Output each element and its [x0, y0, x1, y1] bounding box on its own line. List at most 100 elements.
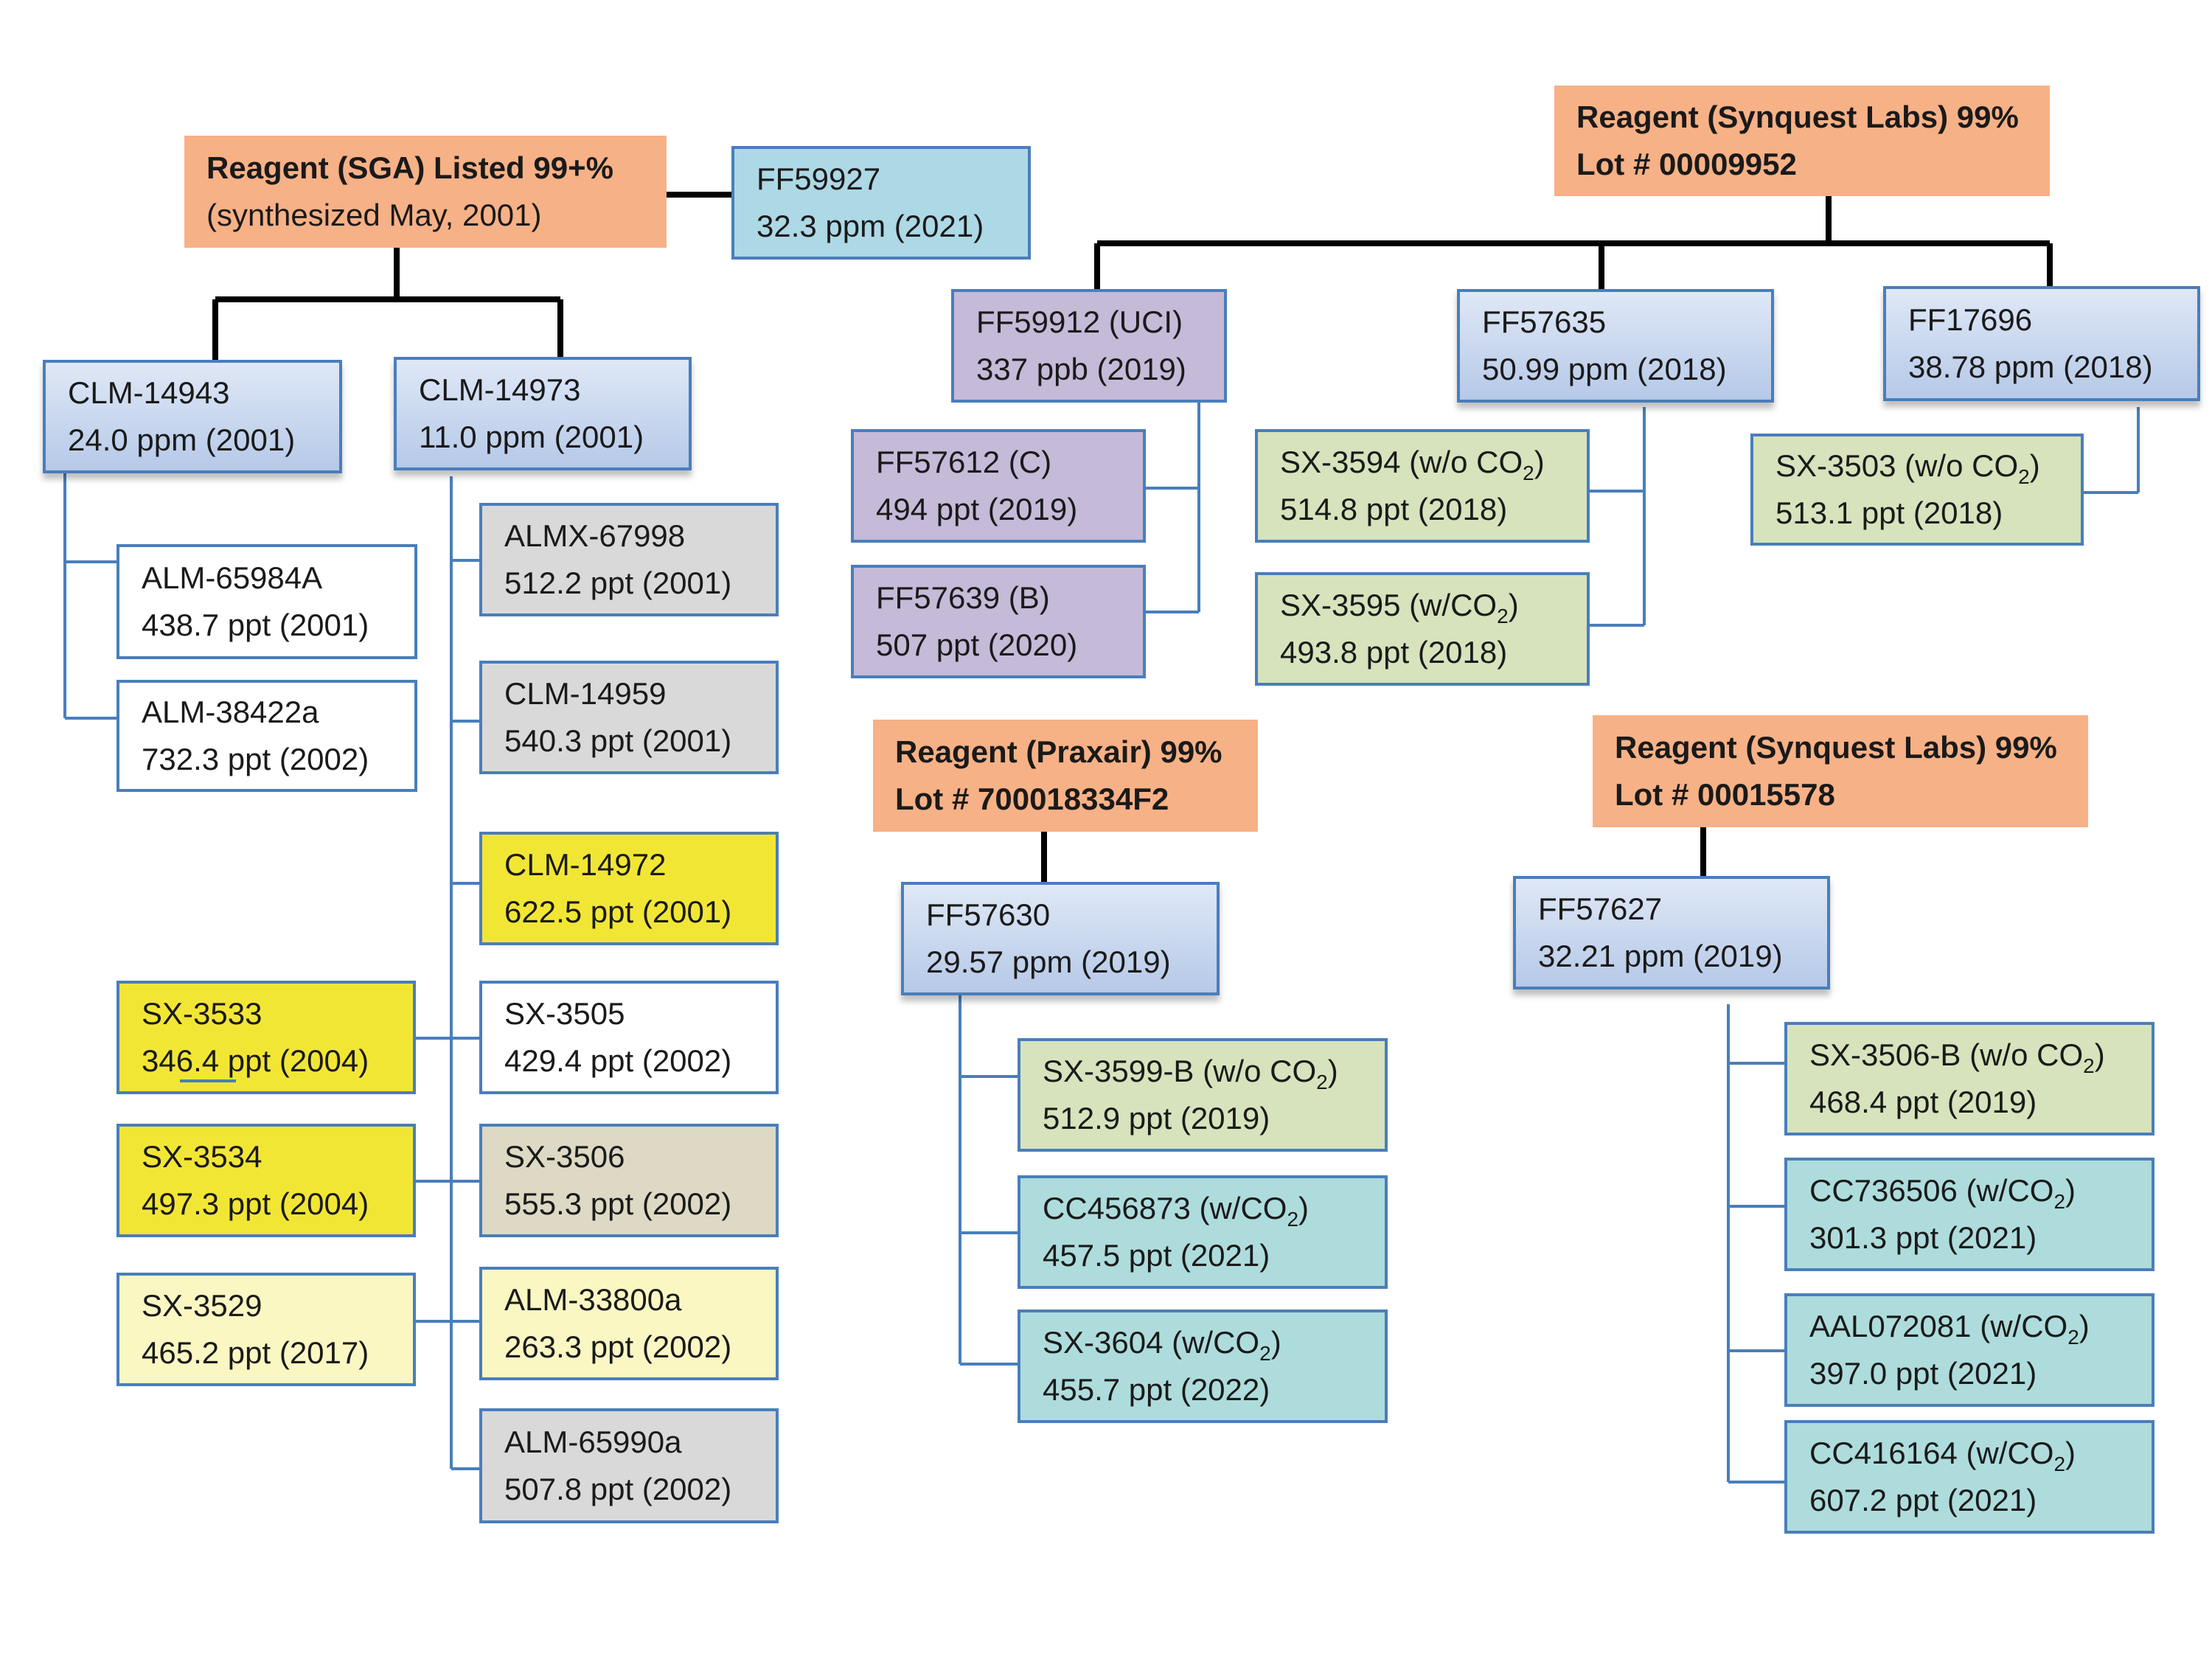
node-title: SX-3533 — [142, 996, 262, 1031]
node-title: ALM-33800a — [504, 1282, 682, 1317]
node-title: FF57630 — [926, 897, 1051, 932]
node-title: FF57639 (B) — [876, 580, 1050, 615]
sx3604-box: SX-3604 (w/CO2) 455.7 ppt (2022) — [1018, 1310, 1388, 1423]
sx3506b-box: SX-3506-B (w/o CO2) 468.4 ppt (2019) — [1784, 1022, 2154, 1135]
node-title: SX-3506 — [504, 1139, 625, 1174]
node-value: 32.21 ppm (2019) — [1538, 939, 1783, 973]
node-title: SX-3604 (w/CO2) — [1043, 1325, 1281, 1365]
sx3505-box: SX-3505 429.4 ppt (2002) — [479, 981, 779, 1094]
node-title: SX-3503 (w/o CO2) — [1775, 448, 2040, 488]
cc416164-box: CC416164 (w/CO2) 607.2 ppt (2021) — [1784, 1420, 2154, 1534]
node-value: 24.0 ppm (2001) — [68, 422, 296, 457]
cc456873-box: CC456873 (w/CO2) 457.5 ppt (2021) — [1018, 1175, 1388, 1289]
ff17696-box: FF17696 38.78 ppm (2018) — [1883, 286, 2200, 401]
node-title: CC736506 (w/CO2) — [1809, 1173, 2076, 1213]
clm14973-box: CLM-14973 11.0 ppm (2001) — [394, 357, 692, 470]
node-value: 540.3 ppt (2001) — [504, 723, 732, 758]
node-title: ALM-65990a — [504, 1425, 682, 1459]
black-connectors — [212, 192, 2053, 882]
reagent-sga-box: Reagent (SGA) Listed 99+% (synthesized M… — [184, 136, 667, 248]
node-value: 513.1 ppt (2018) — [1775, 495, 2003, 530]
alm65984a-box: ALM-65984A 438.7 ppt (2001) — [116, 544, 417, 659]
node-value: 429.4 ppt (2002) — [504, 1043, 732, 1078]
node-title: CLM-14972 — [504, 847, 667, 882]
node-title: FF59912 (UCI) — [976, 305, 1183, 339]
reagent-synquest-00009952-box: Reagent (Synquest Labs) 99% Lot # 000099… — [1554, 86, 2050, 196]
node-value: 263.3 ppt (2002) — [504, 1329, 732, 1364]
node-title: SX-3505 — [504, 996, 625, 1031]
ff57639-box: FF57639 (B) 507 ppt (2020) — [851, 565, 1146, 678]
node-value: 29.57 ppm (2019) — [926, 945, 1171, 979]
node-value: 507.8 ppt (2002) — [504, 1472, 732, 1506]
node-title: ALMX-67998 — [504, 518, 686, 553]
sx3529-box: SX-3529 465.2 ppt (2017) — [116, 1273, 416, 1386]
node-value: 607.2 ppt (2021) — [1809, 1483, 2037, 1517]
node-value: 457.5 ppt (2021) — [1043, 1238, 1270, 1273]
clm14943-box: CLM-14943 24.0 ppm (2001) — [43, 360, 342, 473]
node-value: 397.0 ppt (2021) — [1809, 1356, 2037, 1391]
node-value: 622.5 ppt (2001) — [504, 894, 732, 929]
alm33800a-box: ALM-33800a 263.3 ppt (2002) — [479, 1267, 779, 1380]
node-value: 507 ppt (2020) — [876, 627, 1078, 662]
cc736506-box: CC736506 (w/CO2) 301.3 ppt (2021) — [1784, 1158, 2154, 1271]
ff59912-box: FF59912 (UCI) 337 ppb (2019) — [951, 289, 1227, 403]
ff57635-box: FF57635 50.99 ppm (2018) — [1457, 289, 1774, 403]
annotation-underline — [180, 1079, 236, 1082]
node-title: Reagent (Praxair) 99% — [895, 734, 1222, 769]
node-subtitle: (synthesized May, 2001) — [206, 198, 542, 232]
node-subtitle: Lot # 00009952 — [1576, 147, 1797, 181]
node-title: CLM-14973 — [419, 372, 581, 407]
node-value: 494 ppt (2019) — [876, 492, 1078, 526]
node-value: 493.8 ppt (2018) — [1280, 635, 1508, 669]
node-title: SX-3534 — [142, 1139, 262, 1174]
node-title: ALM-65984A — [142, 560, 323, 595]
ff57612-box: FF57612 (C) 494 ppt (2019) — [851, 429, 1146, 543]
alm65990a-box: ALM-65990a 507.8 ppt (2002) — [479, 1408, 779, 1523]
node-title: CLM-14943 — [68, 375, 230, 410]
node-title: Reagent (SGA) Listed 99+% — [206, 150, 613, 185]
node-value: 468.4 ppt (2019) — [1809, 1085, 2037, 1119]
node-title: SX-3594 (w/o CO2) — [1280, 445, 1545, 484]
aal072081-box: AAL072081 (w/CO2) 397.0 ppt (2021) — [1784, 1293, 2154, 1407]
node-title: SX-3595 (w/CO2) — [1280, 588, 1519, 627]
node-title: Reagent (Synquest Labs) 99% — [1615, 730, 2057, 765]
sx3534-box: SX-3534 497.3 ppt (2004) — [116, 1124, 416, 1237]
node-value: 11.0 ppm (2001) — [419, 420, 644, 454]
node-subtitle: Lot # 00015578 — [1615, 777, 1835, 812]
sx3595-box: SX-3595 (w/CO2) 493.8 ppt (2018) — [1255, 572, 1590, 686]
node-title: CC416164 (w/CO2) — [1809, 1436, 2076, 1475]
node-value: 50.99 ppm (2018) — [1482, 352, 1727, 386]
node-title: FF17696 — [1908, 302, 2033, 337]
node-value: 497.3 ppt (2004) — [142, 1186, 369, 1221]
node-value: 337 ppb (2019) — [976, 352, 1186, 386]
sx3506-box: SX-3506 555.3 ppt (2002) — [479, 1124, 779, 1237]
node-title: FF57627 — [1538, 891, 1663, 926]
node-title: SX-3599-B (w/o CO2) — [1043, 1054, 1338, 1093]
clm14972-box: CLM-14972 622.5 ppt (2001) — [479, 832, 779, 945]
node-value: 732.3 ppt (2002) — [142, 742, 369, 776]
ff57630-box: FF57630 29.57 ppm (2019) — [901, 882, 1220, 995]
ff59927-box: FF59927 32.3 ppm (2021) — [731, 146, 1031, 260]
node-value: 555.3 ppt (2002) — [504, 1186, 732, 1221]
node-value: 38.78 ppm (2018) — [1908, 349, 2153, 384]
node-title: Reagent (Synquest Labs) 99% — [1576, 100, 2019, 134]
reagent-synquest-00015578-box: Reagent (Synquest Labs) 99% Lot # 000155… — [1593, 715, 2088, 827]
node-title: ALM-38422a — [142, 695, 319, 729]
node-value: 301.3 ppt (2021) — [1809, 1220, 2037, 1255]
sx3503-box: SX-3503 (w/o CO2) 513.1 ppt (2018) — [1750, 434, 2084, 546]
sx3599b-box: SX-3599-B (w/o CO2) 512.9 ppt (2019) — [1018, 1038, 1388, 1152]
node-value: 346.4 ppt (2004) — [142, 1043, 369, 1078]
node-value: 455.7 ppt (2022) — [1043, 1372, 1270, 1407]
node-title: CC456873 (w/CO2) — [1043, 1191, 1310, 1231]
node-title: SX-3506-B (w/o CO2) — [1809, 1037, 2105, 1077]
node-title: FF57612 (C) — [876, 445, 1052, 479]
node-title: AAL072081 (w/CO2) — [1809, 1309, 2090, 1349]
node-title: FF57635 — [1482, 305, 1607, 339]
ff57627-box: FF57627 32.21 ppm (2019) — [1513, 876, 1830, 990]
reagent-praxair-box: Reagent (Praxair) 99% Lot # 700018334F2 — [873, 720, 1258, 832]
node-value: 512.2 ppt (2001) — [504, 566, 732, 600]
node-title: SX-3529 — [142, 1288, 262, 1323]
node-value: 438.7 ppt (2001) — [142, 608, 369, 642]
sx3533-box: SX-3533 346.4 ppt (2004) — [116, 981, 416, 1094]
